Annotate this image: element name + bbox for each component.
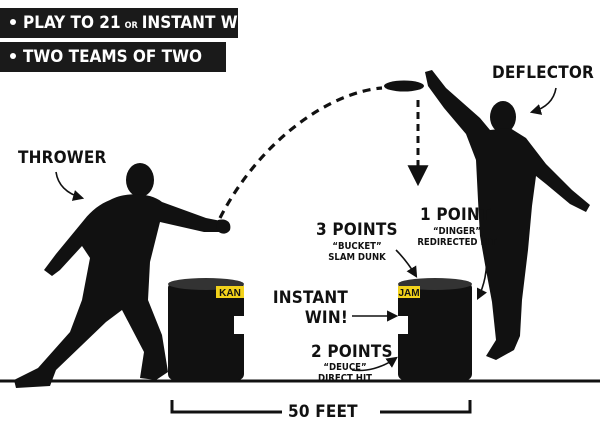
bullet-icon xyxy=(10,19,16,25)
frisbee-disc xyxy=(384,81,424,92)
one-point-label: 1 POINT xyxy=(420,207,491,224)
arrow-icon xyxy=(532,88,556,112)
two-points-label: 2 POINTS xyxy=(311,344,393,361)
banner-text-teams: TWO TEAMS OF TWO xyxy=(23,47,202,67)
bucket-line2: SLAM DUNK xyxy=(324,253,390,264)
banner-text-end: INSTANT WIN xyxy=(142,13,256,33)
svg-text:JAM: JAM xyxy=(398,288,419,299)
goal-can-left: KAN xyxy=(168,278,244,380)
instant-win-label: INSTANT WIN! xyxy=(262,289,348,328)
dinger-line2: REDIRECTED HIT xyxy=(412,238,502,249)
instant-line2: WIN! xyxy=(262,309,348,329)
bullet-icon xyxy=(10,53,16,59)
goal-can-right: JAM xyxy=(398,278,472,380)
bucket-caption: “BUCKET” SLAM DUNK xyxy=(324,242,390,264)
banner-text-or: OR xyxy=(125,21,138,31)
three-points-label: 3 POINTS xyxy=(316,222,398,239)
flight-path xyxy=(220,88,382,218)
thrower-label: THROWER xyxy=(18,150,107,167)
banner-text-main: PLAY TO 21 xyxy=(23,13,121,33)
deuce-line2: DIRECT HIT xyxy=(314,374,376,385)
arrow-icon xyxy=(56,172,82,198)
distance-label: 50 FEET xyxy=(288,404,358,421)
instant-line1: INSTANT xyxy=(262,289,348,309)
banner-two-teams: TWO TEAMS OF TWO xyxy=(0,42,226,72)
svg-text:KAN: KAN xyxy=(219,288,241,299)
deuce-caption: “DEUCE” DIRECT HIT xyxy=(314,363,376,385)
deflector-label: DEFLECTOR xyxy=(492,65,594,82)
dinger-caption: “DINGER” REDIRECTED HIT xyxy=(412,227,502,249)
arrow-icon xyxy=(396,250,416,276)
